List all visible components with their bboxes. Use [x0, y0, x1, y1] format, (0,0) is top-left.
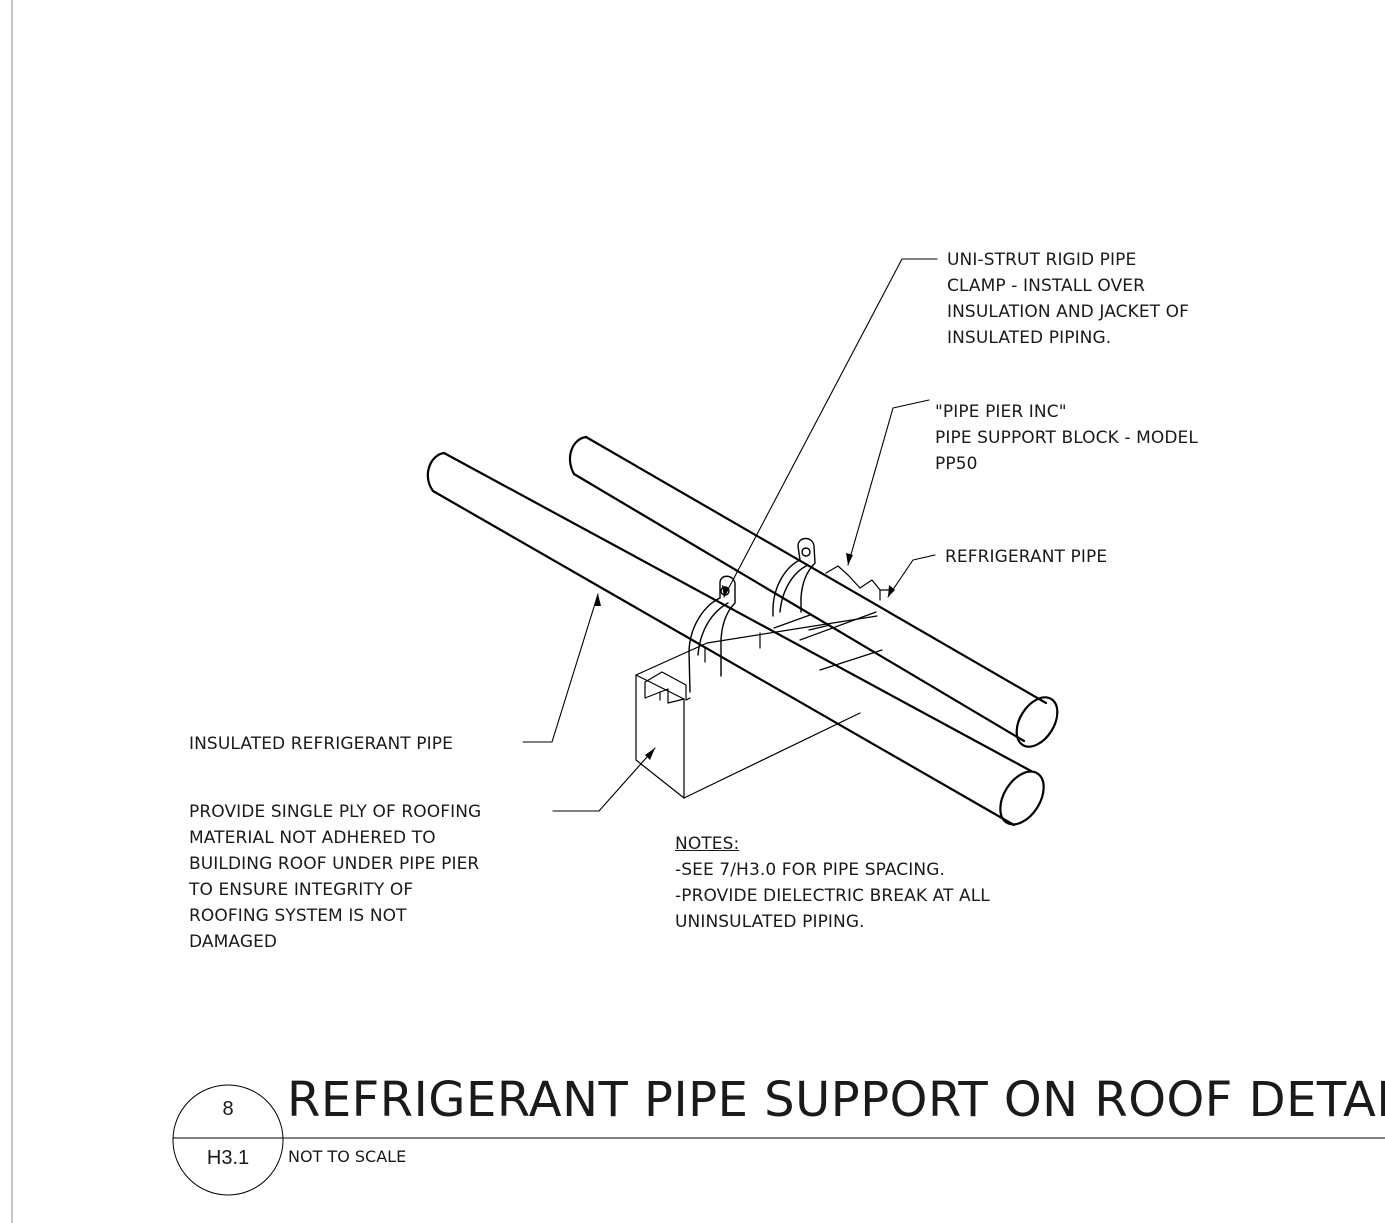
detail-number: 8 [222, 1098, 234, 1120]
refrigerant-pipe [569, 435, 1059, 748]
callout-line: MATERIAL NOT ADHERED TO [189, 828, 436, 848]
support-block [635, 565, 891, 799]
callout-insulated-pipe: INSULATED REFRIGERANT PIPE [189, 731, 453, 757]
callout-line: DAMAGED [189, 932, 278, 952]
callout-line: INSULATED PIPING. [947, 328, 1112, 348]
drawing-title: REFRIGERANT PIPE SUPPORT ON ROOF DETAIL [287, 1072, 1385, 1128]
note-line: UNINSULATED PIPING. [675, 912, 865, 932]
callout-line: ROOFING SYSTEM IS NOT [189, 906, 407, 926]
callout-support-block: "PIPE PIER INC" PIPE SUPPORT BLOCK - MOD… [935, 399, 1198, 477]
detail-bubble [172, 1084, 284, 1196]
callout-refrigerant-pipe: REFRIGERANT PIPE [945, 544, 1107, 570]
callout-line: UNI-STRUT RIGID PIPE [947, 250, 1137, 270]
pipe-clamp-back [772, 537, 816, 617]
callout-line: "PIPE PIER INC" [935, 402, 1067, 422]
callout-line: PROVIDE SINGLE PLY OF ROOFING [189, 802, 482, 822]
leader-lines [522, 258, 938, 812]
callout-clamp: UNI-STRUT RIGID PIPE CLAMP - INSTALL OVE… [947, 247, 1189, 351]
scale-note: NOT TO SCALE [288, 1147, 407, 1166]
callout-line: BUILDING ROOF UNDER PIPE PIER [189, 854, 480, 874]
title-block [172, 1084, 1385, 1196]
leader-arrowheads [594, 553, 895, 760]
callout-line: INSULATED REFRIGERANT PIPE [189, 734, 453, 754]
callout-line: REFRIGERANT PIPE [945, 547, 1108, 567]
callout-roofing: PROVIDE SINGLE PLY OF ROOFING MATERIAL N… [189, 799, 481, 955]
note-line: -PROVIDE DIELECTRIC BREAK AT ALL [675, 886, 990, 906]
sheet-number: H3.1 [206, 1147, 250, 1169]
notes-heading: NOTES: [675, 834, 740, 854]
note-line: -SEE 7/H3.0 FOR PIPE SPACING. [675, 860, 945, 880]
callout-line: INSULATION AND JACKET OF [947, 302, 1190, 322]
callout-line: PIPE SUPPORT BLOCK - MODEL [935, 428, 1198, 448]
callout-line: PP50 [935, 454, 978, 474]
callout-line: CLAMP - INSTALL OVER [947, 276, 1146, 296]
pipe-clamp-front [688, 575, 736, 693]
insulated-pipe [426, 451, 1045, 827]
callout-line: TO ENSURE INTEGRITY OF [189, 880, 414, 900]
general-notes: NOTES: -SEE 7/H3.0 FOR PIPE SPACING. -PR… [675, 831, 990, 935]
